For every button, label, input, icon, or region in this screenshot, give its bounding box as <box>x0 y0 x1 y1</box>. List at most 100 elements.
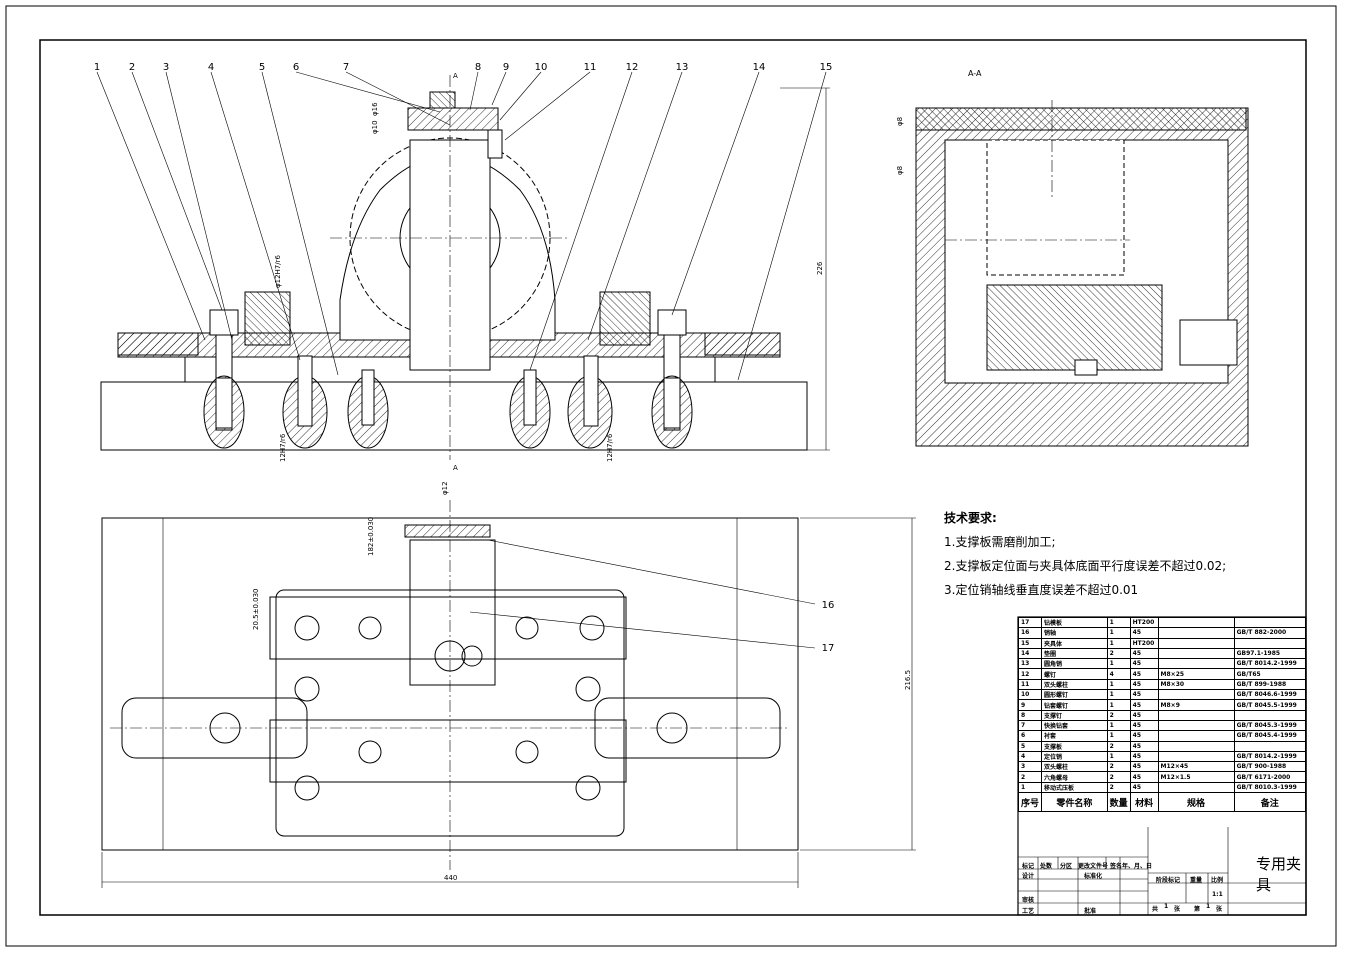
bom-cell: 2 <box>1106 740 1131 752</box>
bom-cell: 6 <box>1017 730 1043 742</box>
technical-requirements: 技术要求: 1.支撑板需磨削加工; 2.支撑板定位面与夹具体底面平行度误差不超过… <box>944 506 1226 602</box>
balloon-7: 7 <box>343 62 349 73</box>
bom-cell: GB/T 8045.4-1999 <box>1233 730 1307 742</box>
tb-label-standard: 标准化 <box>1084 873 1103 880</box>
bom-cell: 2 <box>1017 771 1043 783</box>
bom-cell: 45 <box>1129 709 1159 721</box>
bom-cell: 夹具体 <box>1041 637 1108 649</box>
dim-d12-right: 12H7/r6 <box>606 433 614 462</box>
balloon-17: 17 <box>822 643 835 654</box>
bom-cell: M12×1.5 <box>1157 771 1235 783</box>
bom-cell: 1 <box>1017 781 1043 794</box>
bom-cell <box>1157 689 1235 701</box>
bom-cell: 10 <box>1017 689 1043 701</box>
balloon-15: 15 <box>820 62 833 73</box>
bom-cell: 1 <box>1106 658 1131 670</box>
bom-cell: 15 <box>1017 637 1043 649</box>
front-view <box>96 71 830 460</box>
bom-cell: 9 <box>1017 699 1043 711</box>
bom-header-cell: 规格 <box>1157 792 1235 813</box>
bom-cell: GB/T 8014.2-1999 <box>1233 750 1307 763</box>
bom-cell <box>1157 740 1235 752</box>
bom-cell <box>1233 616 1307 629</box>
bom-cell: 45 <box>1129 719 1159 732</box>
bom-cell: M8×30 <box>1157 678 1235 691</box>
tb-label-date: 年、月、日 <box>1122 863 1153 870</box>
bom-cell: 1 <box>1106 689 1131 701</box>
dim-height-total: 226 <box>816 261 824 275</box>
bom-cell: 45 <box>1129 689 1159 701</box>
bom-header-cell: 序号 <box>1017 792 1043 813</box>
bom-cell: 14 <box>1017 647 1043 660</box>
bom-cell <box>1233 709 1307 721</box>
tb-scale-value: 1:1 <box>1212 891 1223 898</box>
bom-cell: 45 <box>1129 627 1159 639</box>
dim-d12-bottom: 12H7/r6 <box>279 433 287 462</box>
bom-cell: 45 <box>1129 771 1159 783</box>
tb-label-change: 更改文件号 <box>1078 863 1109 870</box>
bom-cell: M8×9 <box>1157 699 1235 711</box>
bom-cell <box>1157 637 1235 649</box>
bom-cell: 4 <box>1106 668 1131 680</box>
balloon-12: 12 <box>626 62 639 73</box>
bom-cell: GB97.1-1985 <box>1233 647 1307 660</box>
bom-cell: HT200 <box>1129 616 1159 629</box>
balloon-2: 2 <box>129 62 135 73</box>
bom-cell: 2 <box>1106 647 1131 660</box>
requirement-2: 2.支撑板定位面与夹具体底面平行度误差不超过0.02; <box>944 559 1227 573</box>
tb-label-sign: 签名 <box>1110 863 1123 870</box>
bom-cell: 2 <box>1106 781 1131 794</box>
section-label: A-A <box>968 69 982 78</box>
tb-label-weight: 重量 <box>1190 877 1203 884</box>
bom-cell: GB/T 899-1988 <box>1233 678 1307 691</box>
balloon-4: 4 <box>208 62 214 73</box>
bom-cell <box>1157 627 1235 639</box>
bom-cell: 3 <box>1017 761 1043 773</box>
tb-sheet-no: 1 <box>1206 903 1211 910</box>
bom-cell <box>1233 637 1307 649</box>
bom-cell: 17 <box>1017 616 1043 629</box>
bom-cell: 支撑钉 <box>1041 709 1108 721</box>
bom-cell <box>1157 730 1235 742</box>
bom-cell: GB/T65 <box>1233 668 1307 680</box>
inner-border <box>39 39 1307 916</box>
bom-cell: 销轴 <box>1041 627 1108 639</box>
balloon-13: 13 <box>676 62 689 73</box>
bom-header-cell: 零件名称 <box>1041 792 1108 813</box>
bom-cell <box>1157 709 1235 721</box>
bom-cell: 1 <box>1106 627 1131 639</box>
bom-cell: 45 <box>1129 678 1159 691</box>
dim-height-plan: 216.5 <box>904 670 912 690</box>
bom-cell: 45 <box>1129 658 1159 670</box>
bom-cell: 钻套螺钉 <box>1041 699 1108 711</box>
bom-cell: 钻模板 <box>1041 616 1108 629</box>
dim-d10: φ10 <box>371 120 379 134</box>
dim-width-total: 440 <box>444 874 457 882</box>
bom-cell: 12 <box>1017 668 1043 680</box>
balloon-16: 16 <box>822 600 835 611</box>
requirement-1: 1.支撑板需磨削加工; <box>944 535 1056 549</box>
section-aa-view <box>915 100 1249 447</box>
balloon-9: 9 <box>503 62 509 73</box>
bom-cell: 圆角销 <box>1041 658 1108 670</box>
dim-d12-pin: φ12 <box>441 481 449 495</box>
bom-cell: GB/T 8045.3-1999 <box>1233 719 1307 732</box>
bom-cell: 垫圈 <box>1041 647 1108 660</box>
bom-cell: GB/T 900-1988 <box>1233 761 1307 773</box>
bom-cell <box>1157 719 1235 732</box>
bom-cell <box>1157 616 1235 629</box>
bom-cell: 2 <box>1106 761 1131 773</box>
bom-cell: 2 <box>1106 771 1131 783</box>
tb-label-scale: 比例 <box>1211 877 1224 884</box>
bom-cell <box>1157 781 1235 794</box>
bom-cell: M12×45 <box>1157 761 1235 773</box>
